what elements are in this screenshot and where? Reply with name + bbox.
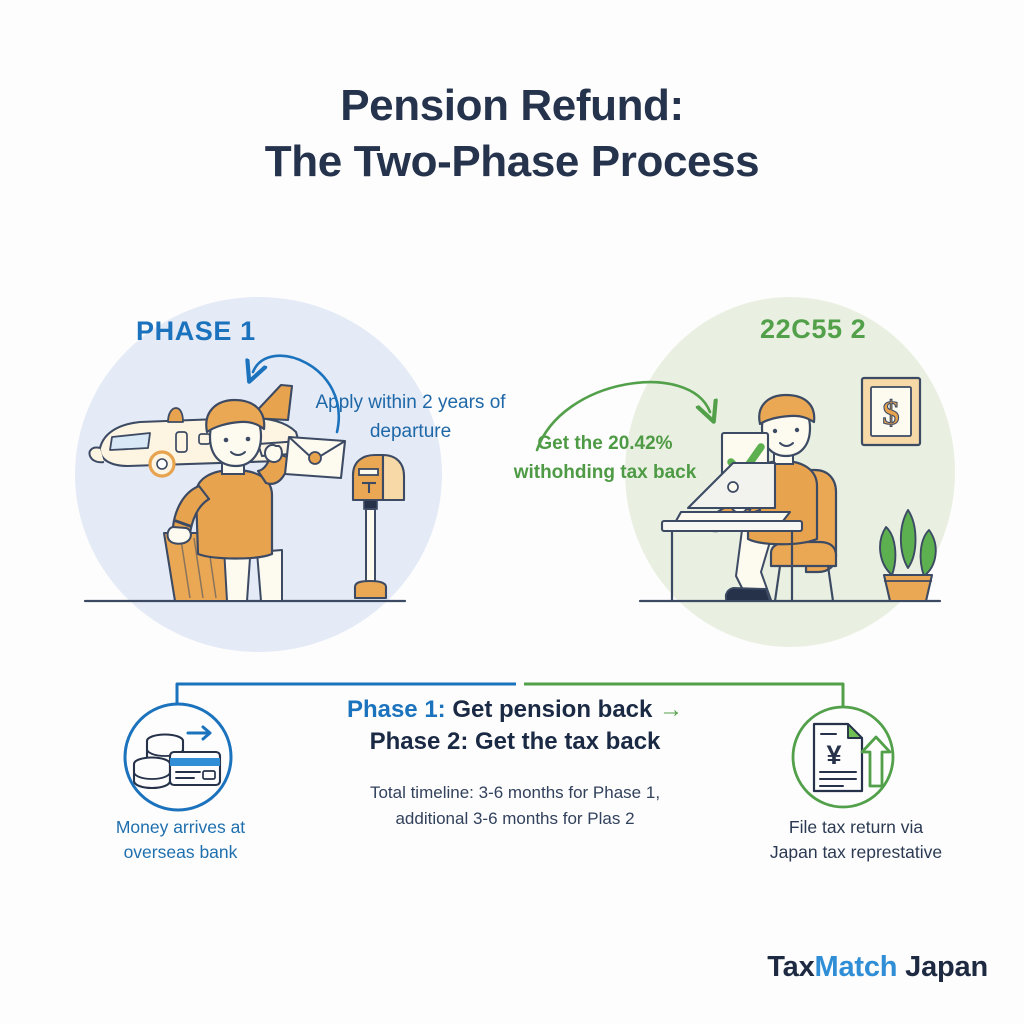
phase-2-callout-pre: Get the — [537, 433, 609, 454]
phase-1-illustration — [83, 383, 407, 603]
bottom-left-caption-line-1: Money arrives at — [115, 817, 246, 837]
title-line-2: The Two-Phase Process — [264, 137, 760, 187]
traveler-person — [166, 398, 292, 602]
bottom-left-caption-line-2: overseas bank — [123, 842, 238, 863]
mailbox-icon — [351, 453, 406, 600]
bottom-right-caption-line-1: File tax return via — [788, 817, 924, 837]
phase-2-illustration: $ — [638, 376, 942, 603]
bottom-left-caption: Money arrives at overseas bank — [78, 815, 283, 866]
phase-2-callout-post: withohding tax back — [513, 461, 697, 483]
phase-1-tag: PHASE 1 — [136, 316, 256, 346]
dollar-frame-icon: $ — [860, 376, 922, 447]
summary-arrow-icon: → — [659, 696, 684, 723]
envelope-icon — [283, 435, 347, 480]
summary-line-2: Phase 2: Get the tax back — [369, 728, 661, 756]
svg-text:¥: ¥ — [826, 740, 841, 770]
yen-document-upload-icon: ¥ — [791, 705, 895, 809]
phase-2-tag: 22C55 2 — [760, 314, 867, 344]
page-title: Pension Refund: The Two-Phase Process — [0, 78, 1024, 191]
summary-phase-1-text: Get pension back — [445, 696, 653, 723]
summary-note-line-2: additional 3-6 months for Plas 2 — [395, 808, 635, 828]
svg-text:$: $ — [883, 395, 900, 432]
title-line-1: Pension Refund: — [340, 81, 684, 130]
bottom-right-caption: File tax return via Japan tax represtati… — [740, 815, 972, 866]
phase-2-curved-arrow — [535, 380, 710, 452]
phase-2-callout-rate: 20.42% — [608, 433, 673, 454]
phase-1-callout: Apply within 2 years of departure — [315, 392, 506, 442]
potted-plant-icon — [879, 509, 937, 603]
desk-and-laptop — [660, 461, 804, 603]
brand-logo: TaxMatch Japan — [767, 951, 988, 984]
summary-phase-1-label: Phase 1: — [346, 696, 446, 723]
summary-line-1: Phase 1: Get pension back → — [300, 694, 730, 726]
summary-block: Phase 1: Get pension back → Phase 2: Get… — [300, 694, 730, 831]
summary-note: Total timeline: 3-6 months for Phase 1, … — [300, 780, 730, 831]
summary-note-line-1: Total timeline: 3-6 months for Phase 1, — [369, 783, 661, 803]
coins-credit-card-transfer-icon — [123, 702, 233, 812]
bottom-right-caption-line-2: Japan tax represtative — [769, 842, 943, 863]
brand-part-1: Tax — [767, 951, 815, 983]
brand-part-3: Japan — [897, 951, 988, 983]
brand-part-2: Match — [814, 951, 898, 983]
phase-2-callout: Get the 20.42% withohding tax back — [505, 430, 705, 487]
phase-1-curved-arrow — [253, 354, 341, 434]
